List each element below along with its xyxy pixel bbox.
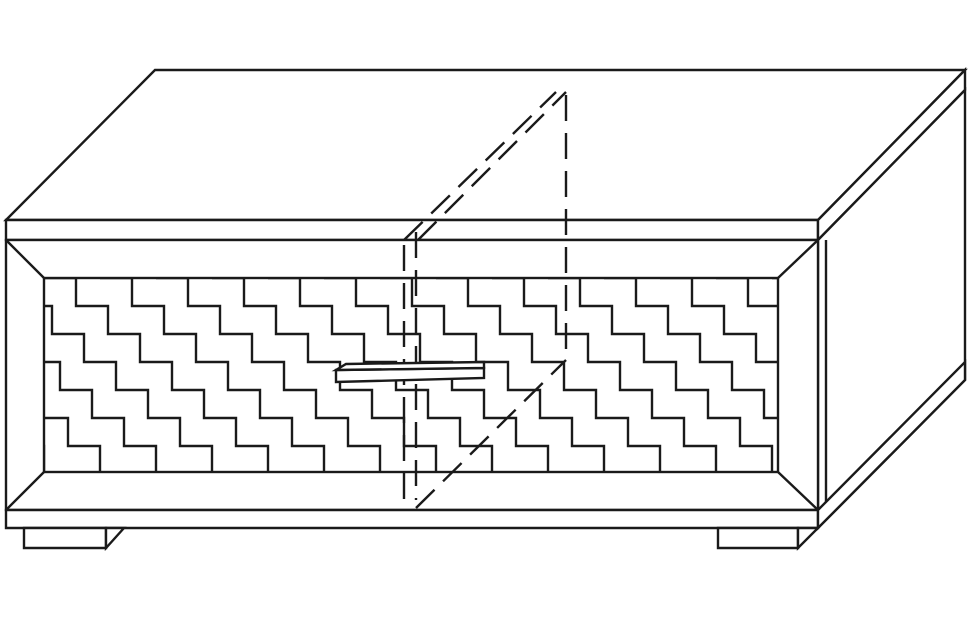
frame-bevel-top-left [5,239,45,279]
dashed-diagonal-bottom [415,359,567,509]
frame-bevel-bottom-right [777,471,819,511]
cabinet-plinth-side [816,359,967,531]
cabinet-leg-left [22,526,108,550]
chevron-step-line-6 [44,360,158,472]
cabinet-leg-right-side [796,526,821,551]
chevron-step-line-14 [380,278,606,472]
cabinet-top-front-edge [4,218,820,242]
cabinet-leg-right [716,526,800,550]
frame-bevel-bottom-left [5,471,45,511]
cabinet-leg-left-side [104,526,127,552]
chevron-step-line-18 [604,278,778,420]
chevron-step-line-17 [548,278,774,472]
cabinet-top-surface [3,68,968,222]
chevron-step-line-8 [44,278,270,472]
chevron-step-line-19 [660,278,778,364]
chevron-step-line-5 [44,416,102,472]
cabinet-plinth [4,508,820,530]
chevron-step-line-12 [268,278,494,472]
dashed-diagonal-top-a [403,91,557,241]
chevron-step-line-16 [492,278,718,472]
handle-bar-top [331,360,486,372]
chevron-step-line-7 [44,304,214,472]
frame-bevel-top-right [777,239,819,279]
chevron-step-line-9 [100,278,326,472]
chevron-step-line-20 [716,278,778,308]
drawer-handle [331,360,486,384]
chevron-step-line-10 [156,278,382,472]
dashed-diagonal-top-b [417,91,567,241]
